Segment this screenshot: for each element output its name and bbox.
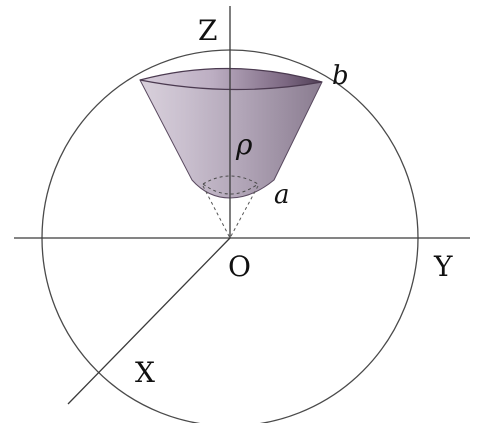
y-axis-label: Y — [433, 250, 453, 283]
spherical-cap — [139, 67, 323, 91]
outer-radius-label: b — [332, 61, 349, 91]
cone-vertex-dash-left — [202, 185, 231, 239]
origin-label: O — [228, 250, 251, 283]
inner-radius-label: a — [274, 180, 290, 210]
x-axis-line — [67, 237, 231, 405]
x-axis-label: X — [135, 356, 155, 389]
cone-body — [139, 72, 323, 199]
rho-label: ρ — [235, 128, 253, 161]
cone-vertex-dash-right — [229, 185, 259, 239]
inner-sphere-arc-bottom — [202, 183, 259, 195]
z-axis-label: Z — [198, 14, 217, 47]
